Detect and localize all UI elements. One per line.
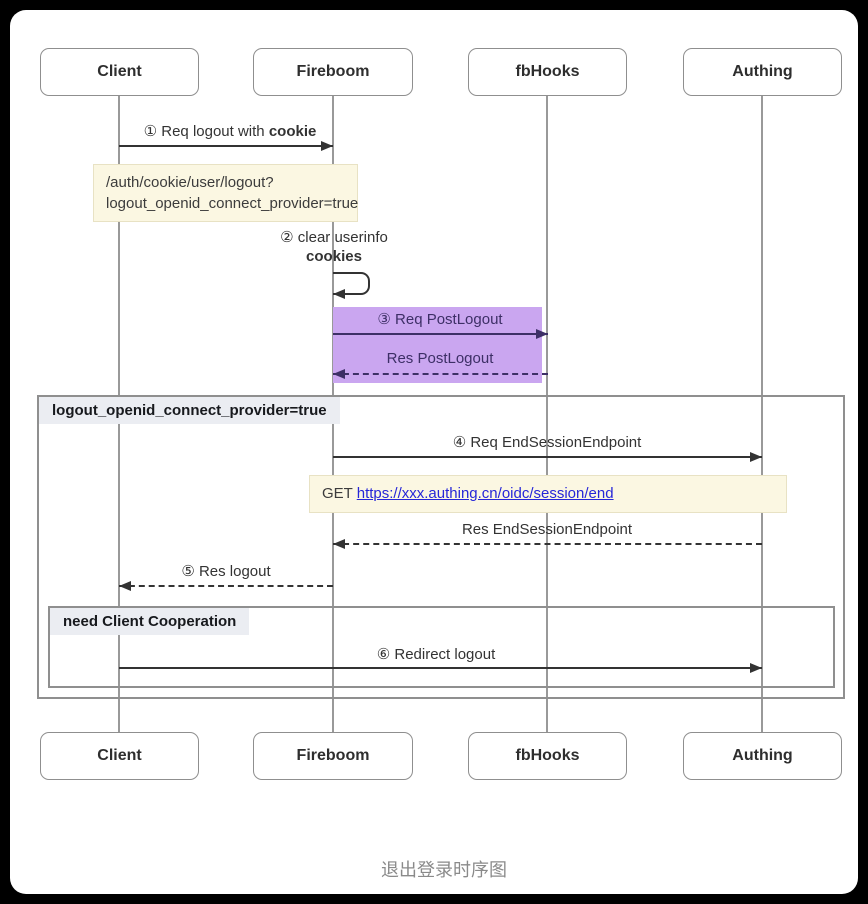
message-label-req-endsession: ④ Req EndSessionEndpoint xyxy=(452,434,642,451)
message-label-res-postlogout: Res PostLogout xyxy=(386,350,494,367)
diagram-title: 退出登录时序图 xyxy=(381,860,507,880)
message-arrow-redirect-logout xyxy=(119,667,762,669)
actor-label-client: Client xyxy=(97,63,142,80)
message-arrow-res-postlogout xyxy=(333,373,548,375)
actor-box-fbhooks-top: fbHooks xyxy=(468,48,627,96)
message-arrow-res-logout xyxy=(119,585,333,587)
actor-box-authing-top: Authing xyxy=(683,48,842,96)
note-line: logout_openid_connect_provider=true xyxy=(106,195,359,212)
actor-label-fireboom: Fireboom xyxy=(296,63,370,80)
endsession-url-link[interactable]: https://xxx.authing.cn/oidc/session/end xyxy=(356,485,614,502)
diagram-canvas: logout_openid_connect_provider=true need… xyxy=(10,10,858,894)
message-arrow-req-logout xyxy=(119,145,333,147)
message-label-redirect-logout: ⑥ Redirect logout xyxy=(376,646,496,663)
actor-box-fireboom-bottom: Fireboom xyxy=(253,732,413,780)
arrowhead-icon xyxy=(119,581,131,591)
frame-label-logout-openid: logout_openid_connect_provider=true xyxy=(39,397,340,424)
actor-label-client: Client xyxy=(97,747,142,764)
arrowhead-icon xyxy=(333,369,345,379)
frame-label-need-client-cooperation: need Client Cooperation xyxy=(50,608,250,635)
actor-box-client-bottom: Client xyxy=(40,732,199,780)
actor-label-authing: Authing xyxy=(732,63,793,80)
message-arrow-res-endsession xyxy=(333,543,762,545)
actor-box-fireboom-top: Fireboom xyxy=(253,48,413,96)
message-label-clear-cookies: ② clear userinfo cookies xyxy=(280,229,388,265)
note-line: /auth/cookie/user/logout? xyxy=(106,174,274,191)
message-label-req-logout: ① Req logout with cookie xyxy=(143,123,317,140)
actor-box-fbhooks-bottom: fbHooks xyxy=(468,732,627,780)
frame-need-client-cooperation xyxy=(48,606,835,688)
arrowhead-icon xyxy=(321,141,333,151)
arrowhead-icon xyxy=(333,289,345,299)
http-method-label: GET xyxy=(322,485,357,502)
highlight-rect-postlogout xyxy=(333,307,542,383)
arrowhead-icon xyxy=(536,329,548,339)
lifeline-authing xyxy=(761,96,763,732)
message-arrow-req-postlogout xyxy=(333,333,548,335)
note-get-endsession-url: GET https://xxx.authing.cn/oidc/session/… xyxy=(309,475,787,513)
actor-box-authing-bottom: Authing xyxy=(683,732,842,780)
self-loop-arrow xyxy=(333,272,370,295)
lifeline-fbhooks xyxy=(546,96,548,732)
actor-box-client-top: Client xyxy=(40,48,199,96)
actor-label-fireboom: Fireboom xyxy=(296,747,370,764)
message-label-req-postlogout: ③ Req PostLogout xyxy=(377,311,503,328)
note-auth-logout-url: /auth/cookie/user/logout? logout_openid_… xyxy=(93,164,358,222)
actor-label-fbhooks: fbHooks xyxy=(515,63,580,80)
actor-label-fbhooks: fbHooks xyxy=(515,747,580,764)
arrowhead-icon xyxy=(750,452,762,462)
actor-label-authing: Authing xyxy=(732,747,793,764)
frame-alt-logout-openid xyxy=(37,395,845,699)
arrowhead-icon xyxy=(750,663,762,673)
message-label-res-endsession: Res EndSessionEndpoint xyxy=(461,521,633,538)
message-arrow-req-endsession xyxy=(333,456,762,458)
message-label-res-logout: ⑤ Res logout xyxy=(181,563,271,580)
arrowhead-icon xyxy=(333,539,345,549)
